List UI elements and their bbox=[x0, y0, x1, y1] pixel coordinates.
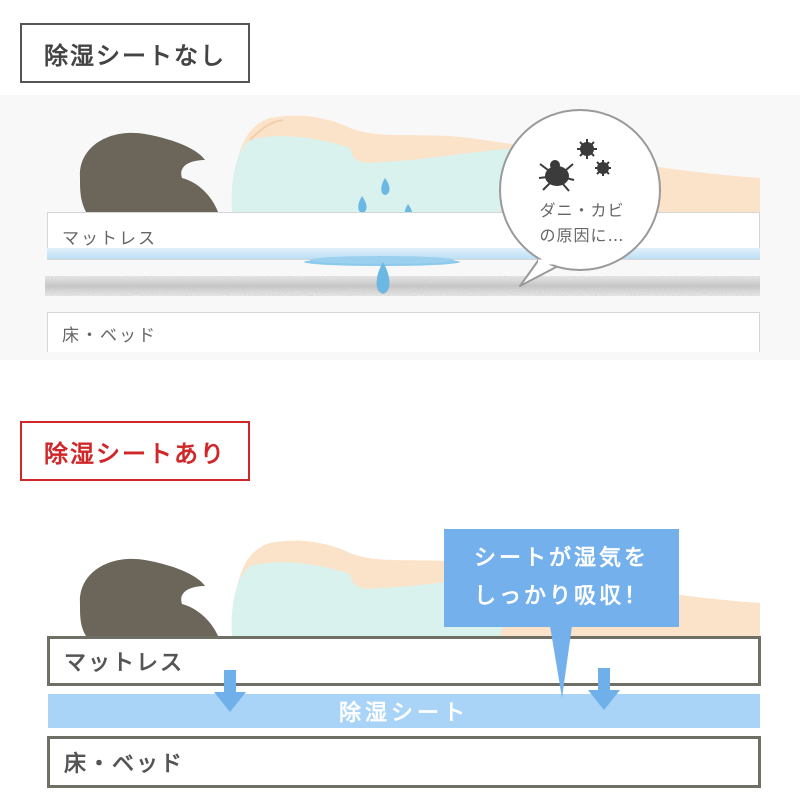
down-arrow-icon bbox=[588, 668, 620, 710]
germ-icon bbox=[577, 139, 611, 176]
with-sheet-title: 除湿シートあり bbox=[20, 421, 250, 481]
mold-bubble-text: ダニ・カビ の原因に… bbox=[512, 198, 652, 248]
floor-layer: 床・ベッド bbox=[47, 312, 760, 352]
bubble-line: の原因に… bbox=[539, 226, 625, 245]
moisture-strip bbox=[47, 248, 760, 259]
mattress-label: マットレス bbox=[62, 228, 157, 249]
mattress-layer: マットレス bbox=[47, 636, 761, 686]
sheet-label: 除湿シート bbox=[338, 701, 469, 726]
mite-icon bbox=[538, 160, 575, 192]
dehumidifying-sheet-layer: 除湿シート bbox=[48, 694, 760, 728]
bubble-line: ダニ・カビ bbox=[539, 201, 625, 220]
floor-layer: 床・ベッド bbox=[47, 736, 761, 788]
callout-line: しっかり吸収！ bbox=[473, 584, 649, 609]
down-arrow-icon bbox=[214, 670, 246, 712]
callout-line: シートが湿気を bbox=[473, 546, 649, 571]
floor-label: 床・ベッド bbox=[64, 752, 185, 777]
hair-icon bbox=[79, 132, 219, 212]
absorb-callout: シートが湿気を しっかり吸収！ bbox=[444, 529, 679, 627]
without-sheet-title: 除湿シートなし bbox=[20, 23, 250, 83]
mattress-label: マットレス bbox=[64, 651, 185, 676]
callout-pointer bbox=[550, 626, 572, 698]
floor-label: 床・ベッド bbox=[62, 326, 157, 346]
hair-icon bbox=[79, 558, 219, 636]
